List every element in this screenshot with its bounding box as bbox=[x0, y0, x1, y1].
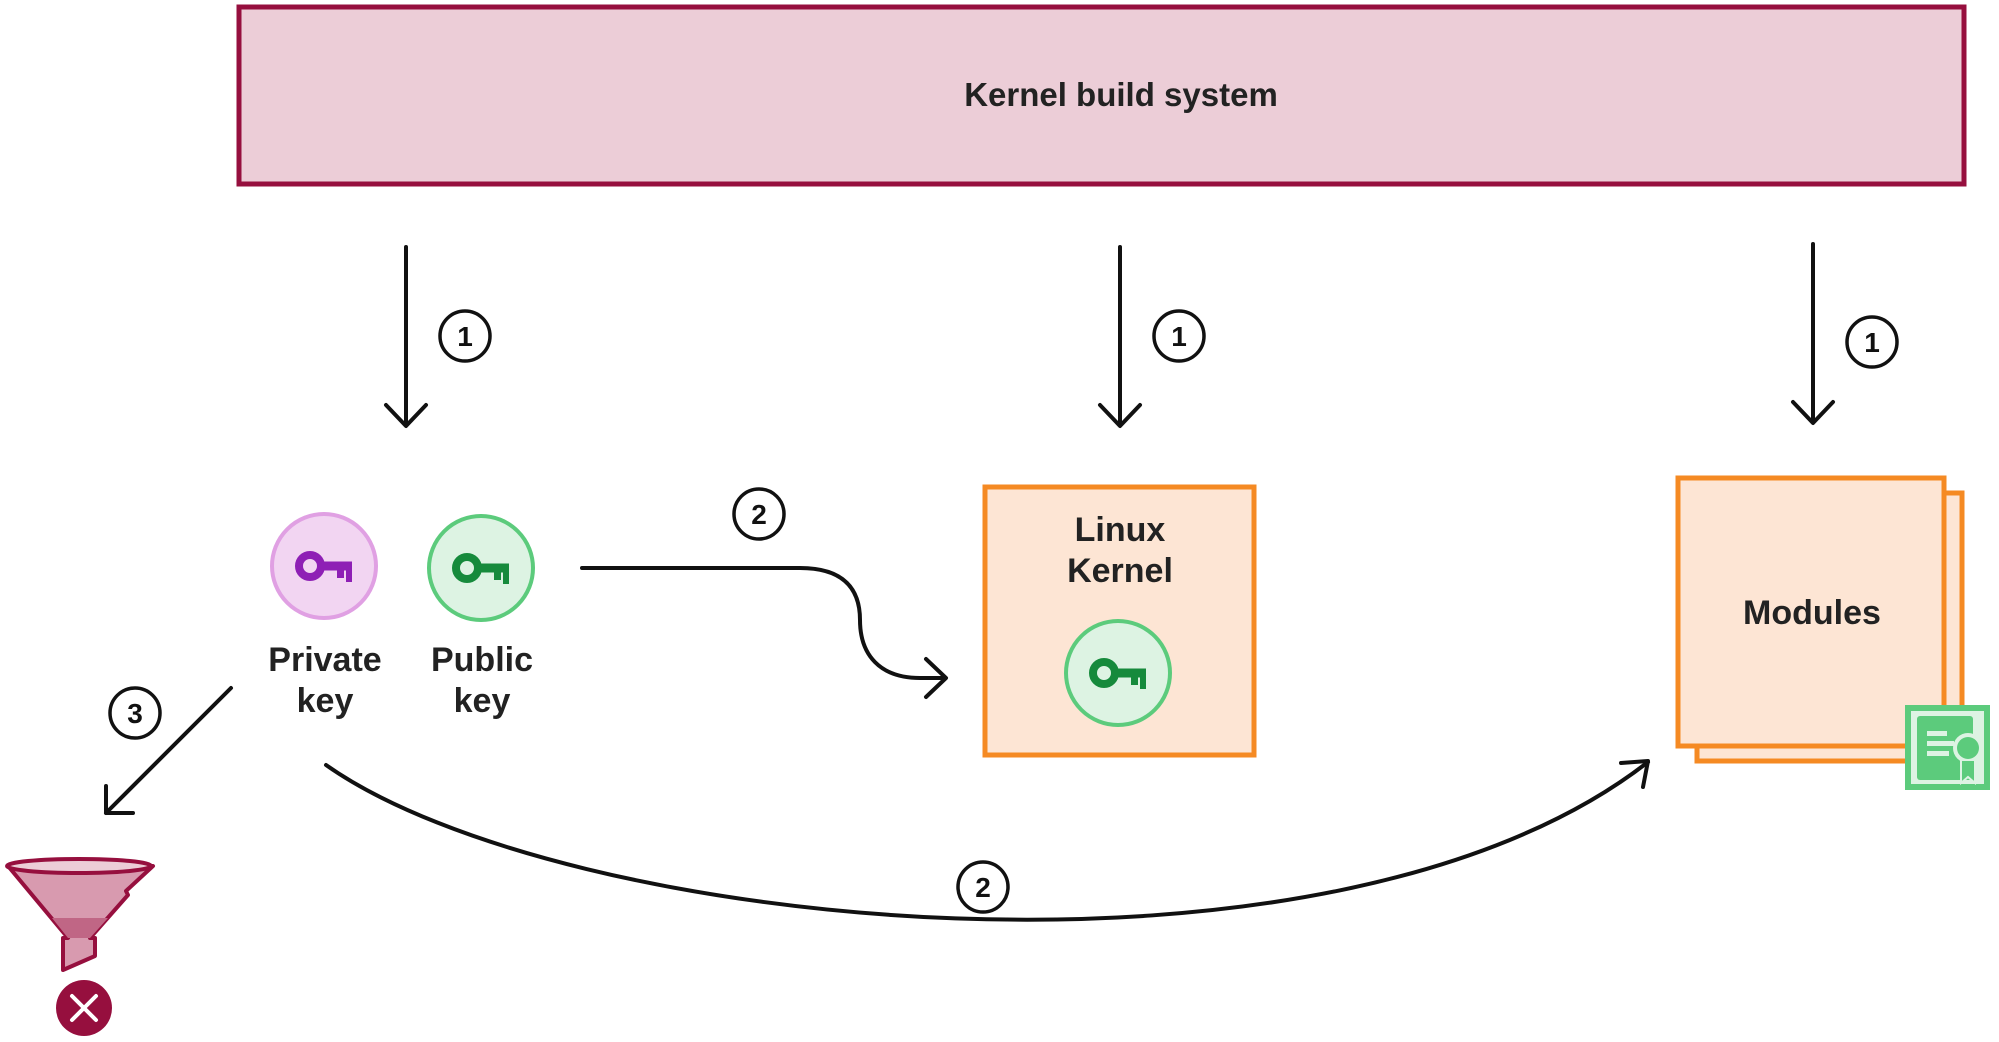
step-badge-generate-keys: 1 bbox=[438, 309, 492, 363]
kernel-label-line1: Linux bbox=[1075, 511, 1166, 549]
modules-front-rect bbox=[1675, 475, 1947, 749]
modules-label: Modules bbox=[1743, 594, 1881, 632]
public-key-node[interactable]: Public key bbox=[427, 514, 535, 720]
key-icon bbox=[1089, 658, 1146, 689]
build-system-label: Kernel build system bbox=[964, 76, 1278, 113]
svg-text:2: 2 bbox=[751, 499, 767, 530]
svg-text:3: 3 bbox=[127, 698, 143, 729]
private-key-node[interactable]: Private key bbox=[268, 512, 382, 720]
arrow-build-to-kernel bbox=[1098, 245, 1142, 428]
modules-box[interactable]: Modules bbox=[1675, 475, 1965, 764]
arrow-build-to-modules bbox=[1791, 242, 1835, 425]
svg-text:1: 1 bbox=[457, 321, 473, 352]
private-key-label-line2: key bbox=[297, 682, 354, 720]
funnel-icon bbox=[5, 857, 155, 972]
arrow-public-key-to-kernel bbox=[580, 566, 948, 699]
step-badge-build-kernel: 1 bbox=[1152, 309, 1206, 363]
step-badge-discard-private-key: 3 bbox=[108, 686, 162, 740]
build-system-rect bbox=[236, 4, 1967, 187]
key-icon bbox=[295, 551, 352, 582]
step-badge-embed-public-key: 2 bbox=[732, 487, 786, 541]
kernel-label-line2: Kernel bbox=[1067, 552, 1173, 590]
arrow-build-to-keys bbox=[384, 245, 428, 428]
public-key-label-line2: key bbox=[454, 682, 511, 720]
linux-kernel-box[interactable]: Linux Kernel bbox=[982, 484, 1257, 758]
step-badge-build-modules: 1 bbox=[1845, 315, 1899, 369]
close-circle-icon bbox=[56, 980, 112, 1036]
svg-text:2: 2 bbox=[975, 872, 991, 903]
private-key-label-line1: Private bbox=[268, 641, 381, 679]
svg-text:1: 1 bbox=[1864, 327, 1880, 358]
step-badge-sign-modules: 2 bbox=[956, 860, 1010, 914]
public-key-label-line1: Public bbox=[431, 641, 533, 679]
arrow-private-key-to-modules bbox=[324, 759, 1650, 922]
arrow-private-key-to-discard bbox=[104, 686, 233, 815]
key-icon bbox=[452, 553, 509, 584]
certificate-icon bbox=[1905, 705, 1990, 790]
svg-text:1: 1 bbox=[1171, 321, 1187, 352]
kernel-build-system-box[interactable]: Kernel build system bbox=[236, 4, 1967, 187]
